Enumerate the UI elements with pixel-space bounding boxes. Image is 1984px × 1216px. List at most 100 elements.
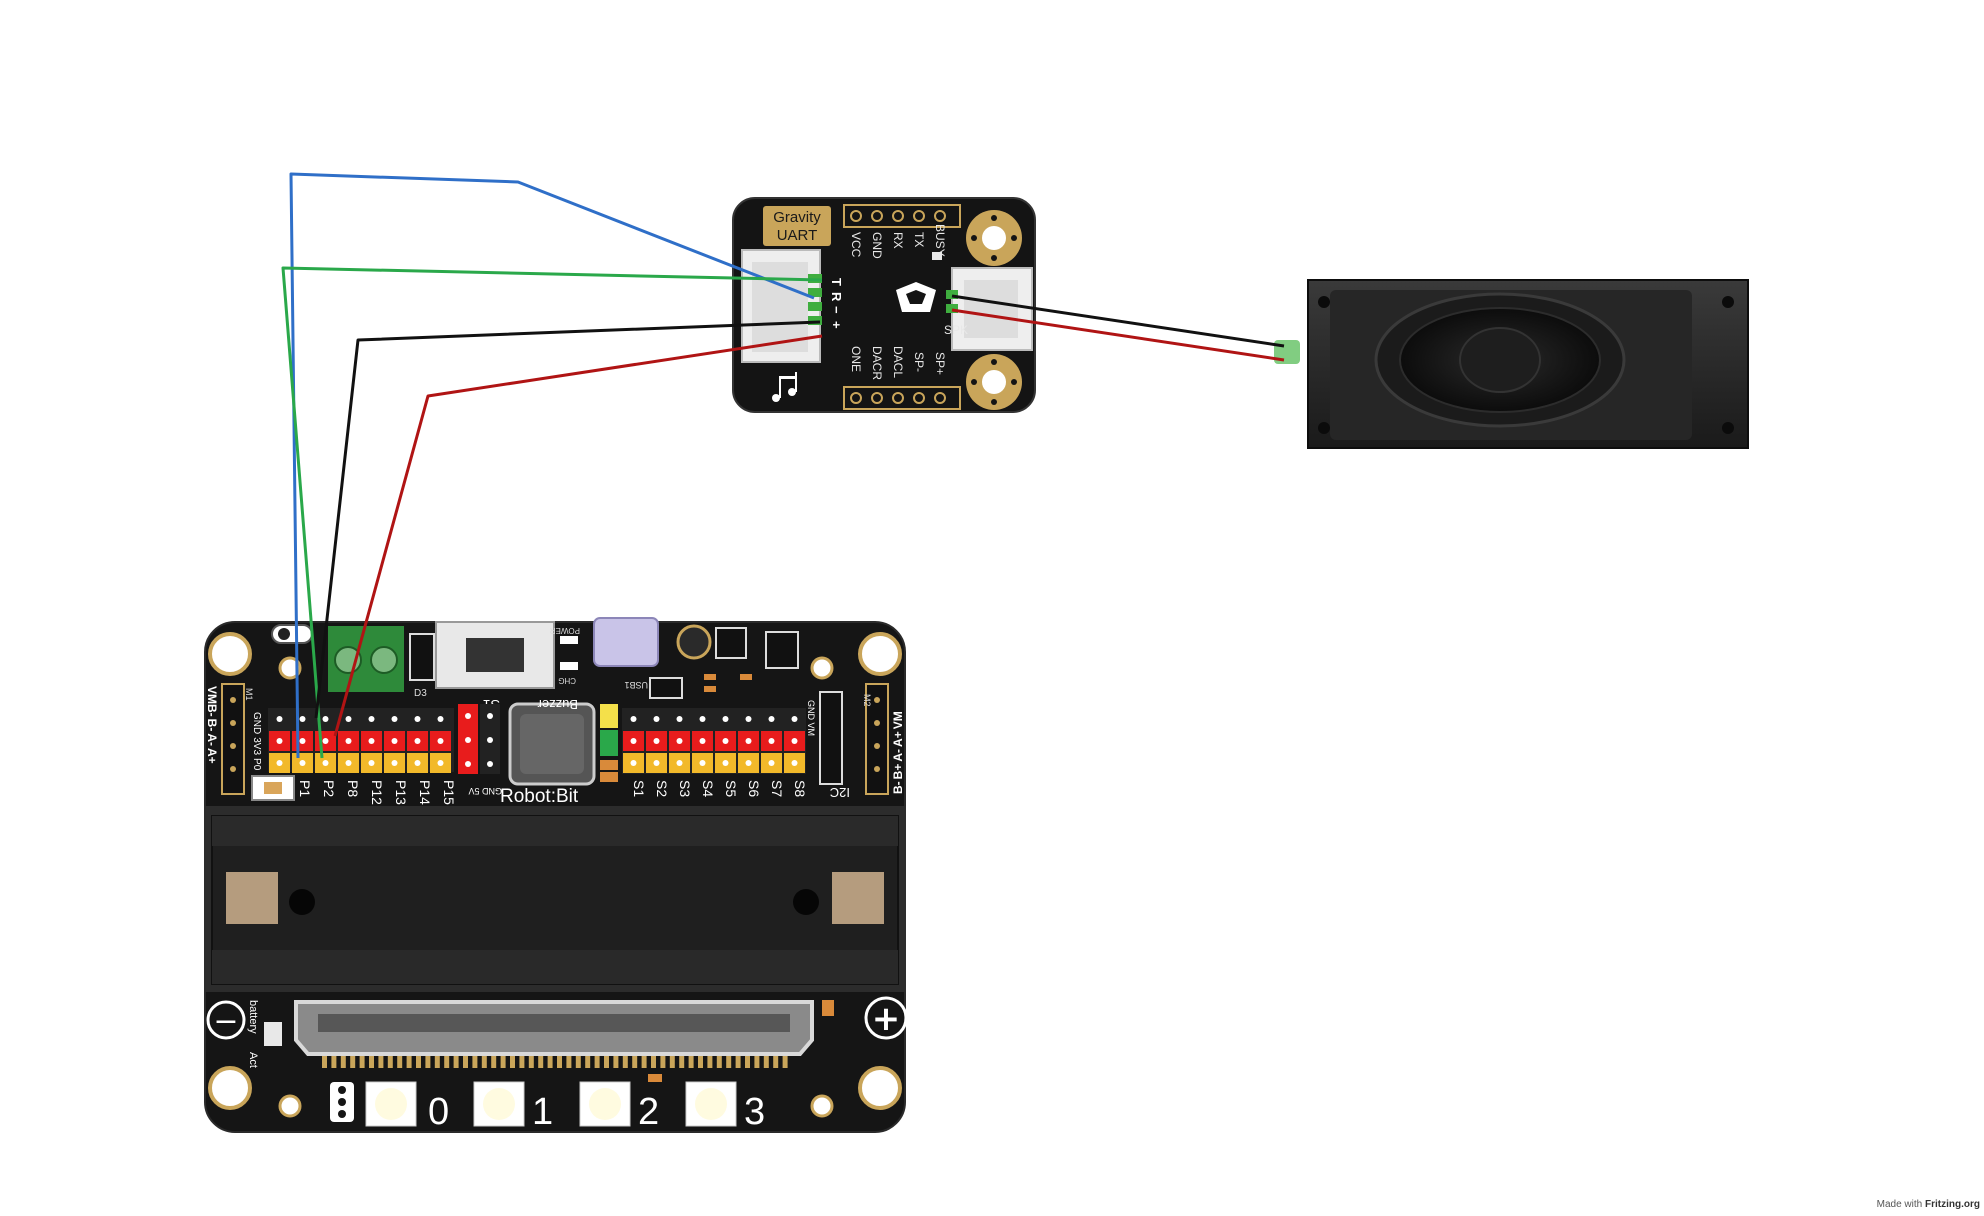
edge-pin [397,1056,403,1068]
pin-label-vcc: VCC [849,232,863,258]
minus-symbol: − [213,1004,238,1039]
edge-pin [660,1056,666,1068]
edge-pin [594,1056,600,1068]
header-pin-hole [676,716,683,722]
wire-black-gnd-to-minus [314,320,821,719]
pin-label-spminus: SP- [912,352,926,372]
pin-label-p13: P13 [393,780,409,805]
header-pin-hole [768,738,775,744]
pin-label-tx: TX [912,232,926,247]
header-pin-hole [653,738,660,744]
wire-black-spk-to-speaker [951,294,1285,348]
header-pin-hole [722,716,729,722]
edge-pin [604,1056,609,1068]
mount-hole-top [966,210,1022,266]
terminal-block [328,626,404,692]
header-pin-hole [676,760,683,766]
edge-pin [331,1056,337,1068]
edge-pin [453,1056,459,1068]
pin-label-busy: BUSY [933,224,947,257]
conn-label-t: T [829,278,844,286]
pin-label-s5: S5 [723,780,739,797]
edge-pin [707,1056,713,1068]
microbit-edge-slot [294,1000,814,1068]
rgb-led-2 [579,1081,631,1127]
edge-pin [387,1056,393,1068]
header-pin-hole [768,716,775,722]
gravity-logo-line1: Gravity [773,209,821,226]
edge-pin [773,1056,779,1068]
rgb-led-1 [473,1081,525,1127]
top-pin-header [843,204,961,228]
i2c-label: I2C [830,785,850,800]
m2-header [865,683,889,795]
wires [281,172,1285,759]
edge-pin [641,1056,647,1068]
svg-text:D3: D3 [414,688,427,699]
header-pin-hole [299,716,306,722]
conn-label-r: R [829,292,844,302]
edge-pin [528,1056,534,1068]
usb-label: USB1 [624,680,648,690]
edge-pin [735,1056,741,1068]
header-pin-hole [791,716,798,722]
edge-pin [481,1056,487,1068]
header-pin-hole [368,760,375,766]
header-pin-hole [322,716,329,722]
edge-pin [613,1056,619,1068]
pin-label-gnd: GND [870,232,884,259]
buzzer [508,702,596,786]
header-pin-hole [630,760,637,766]
spk-label: SPK [944,323,968,337]
pin-label-p2: P2 [321,780,337,797]
header-pin-hole [299,760,306,766]
header-pin-hole [322,738,329,744]
edge-pin [416,1056,421,1068]
edge-pin [369,1056,374,1068]
i2c-header [819,691,843,785]
wire-blue-p1-to-t [289,172,815,759]
header-pin-hole [653,760,660,766]
battery-label: battery [247,1000,259,1034]
gnd5v-label: GND 5V [468,786,502,796]
music-notes-icon [772,372,797,402]
edge-pin [716,1056,722,1068]
m2-label: M2 [862,694,872,707]
header-pin-hole [630,716,637,722]
led-number-1: 1 [532,1091,553,1133]
battery-holder [204,806,906,992]
edge-pin [651,1056,656,1068]
watermark-brand: Fritzing.org [1925,1199,1980,1210]
edge-pin [745,1056,750,1068]
gpio-header-left [268,708,454,773]
pin-label-dacr: DACR [870,346,884,380]
edge-pin [547,1056,553,1068]
header-pin-hole [630,738,637,744]
bottom-pin-header [843,386,961,410]
edge-pin [754,1056,760,1068]
pin-label-p8: P8 [345,780,361,797]
fritzing-watermark: Made with Fritzing.org [1877,1199,1980,1210]
usb-port [593,617,659,667]
pin-label-s6: S6 [746,780,762,797]
header-pin-hole [699,738,706,744]
gravity-logo-line2: UART [777,227,818,244]
edge-pin [425,1056,431,1068]
edge-pin [566,1056,572,1068]
header-pin-hole [345,716,352,722]
header-pin-hole [345,738,352,744]
edge-pin [463,1056,468,1068]
header-pin-hole [676,738,683,744]
header-pin-hole [414,716,421,722]
header-pin-hole [722,738,729,744]
header-pin-hole [791,738,798,744]
pin-label-s4: S4 [700,780,716,797]
pin-label-p14: P14 [417,780,433,805]
edge-pin [500,1056,506,1068]
conn-label-plus: + [829,321,844,329]
header-pin-hole [391,716,398,722]
wire-red-3v3-to-plus [333,334,823,737]
edge-pin [679,1056,685,1068]
header-pin-hole [699,716,706,722]
edge-pin [622,1056,628,1068]
